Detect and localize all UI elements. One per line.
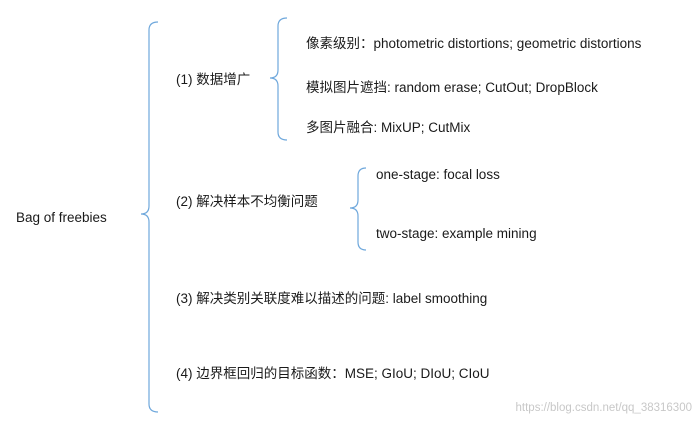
item-occlusion: 模拟图片遮挡: random erase; CutOut; DropBlock xyxy=(306,80,598,95)
category-label-smoothing: (3) 解决类别关联度难以描述的问题: label smoothing xyxy=(176,291,488,306)
root-bracket xyxy=(140,21,159,413)
item-pixel-level: 像素级别：photometric distortions; geometric … xyxy=(306,36,642,51)
category-class-imbalance: (2) 解决样本不均衡问题 xyxy=(176,194,318,209)
augmentation-bracket xyxy=(269,17,288,141)
item-multi-image: 多图片融合: MixUP; CutMix xyxy=(306,120,471,135)
root-label: Bag of freebies xyxy=(16,210,107,225)
item-two-stage: two-stage: example mining xyxy=(376,226,537,241)
category-bbox-regression: (4) 边界框回归的目标函数：MSE; GIoU; DIoU; CIoU xyxy=(176,366,490,381)
category-data-augmentation: (1) 数据增广 xyxy=(176,72,251,87)
imbalance-bracket xyxy=(349,167,367,251)
watermark: https://blog.csdn.net/qq_38316300 xyxy=(515,402,692,414)
item-one-stage: one-stage: focal loss xyxy=(376,167,500,182)
